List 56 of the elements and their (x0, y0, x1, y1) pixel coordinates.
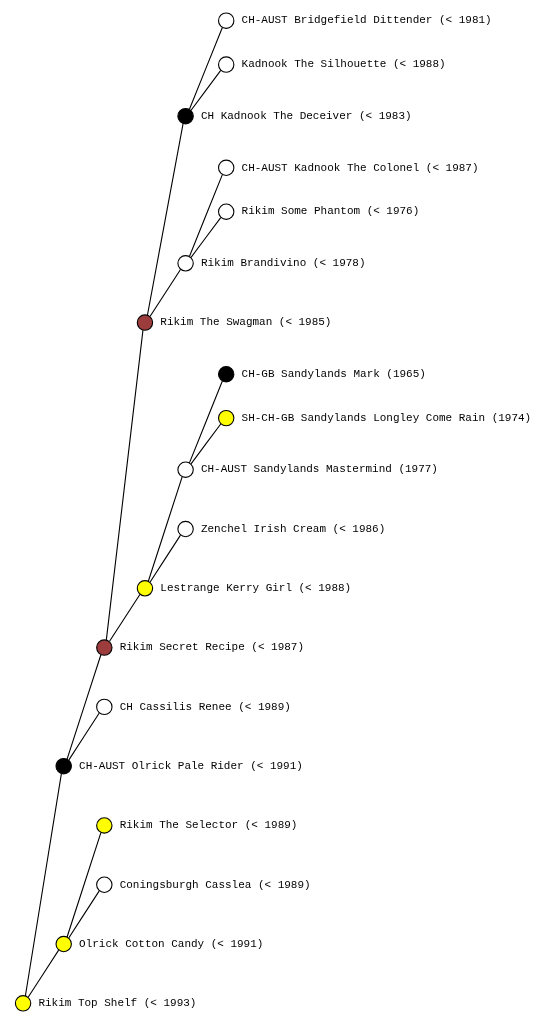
node-label: Olrick Cotton Candy (< 1991) (79, 937, 264, 950)
connector (190, 423, 222, 465)
node-circle (217, 159, 235, 177)
connector (68, 890, 100, 939)
node-circle (96, 817, 113, 834)
node-label: CH Kadnook The Deceiver (< 1983) (200, 109, 412, 122)
node-label: Rikim Brandivino (< 1978) (200, 257, 366, 270)
connector (149, 268, 182, 317)
node-label: CH-GB Sandylands Mark (1965) (241, 367, 426, 380)
node-label: CH-AUST Kadnook The Colonel (< 1987) (241, 161, 479, 174)
node-label: Rikim The Selector (< 1989) (119, 819, 298, 832)
node-circle (14, 995, 32, 1012)
node-label: CH-AUST Bridgefield Dittender (< 1981) (241, 14, 492, 27)
node-circle (96, 698, 113, 716)
connector (109, 593, 141, 642)
node-circle (217, 203, 235, 220)
connector (190, 217, 222, 258)
node-circle (55, 757, 72, 775)
connector (66, 832, 102, 938)
node-circle (55, 935, 72, 953)
node-circle (177, 255, 194, 272)
node-label: Rikim Top Shelf (< 1993) (38, 997, 197, 1010)
connector (68, 712, 100, 761)
node-circle (217, 12, 235, 29)
connector (146, 123, 184, 316)
node-label: Kadnook The Silhouette (< 1988) (241, 58, 446, 71)
connector (188, 26, 223, 110)
connector (190, 69, 222, 111)
node-label: Rikim Some Phantom (< 1976) (241, 205, 420, 218)
node-circle (96, 876, 113, 893)
connector (27, 949, 60, 998)
node-label: CH-AUST Olrick Pale Rider (< 1991) (79, 759, 303, 772)
node-circle (217, 365, 235, 383)
node-label: Rikim Secret Recipe (< 1987) (119, 641, 305, 654)
node-label: SH-CH-GB Sandylands Longley Come Rain (1974) (241, 411, 532, 424)
connector (105, 329, 144, 641)
node-circle (177, 107, 194, 125)
node-label: CH-AUST Sandylands Mastermind (1977) (200, 463, 438, 476)
node-label: Zenchel Irish Cream (< 1986) (200, 522, 386, 535)
connector (149, 534, 182, 583)
connector (188, 174, 223, 257)
node-label: Rikim The Swagman (< 1985) (160, 316, 332, 329)
connector (147, 476, 183, 582)
connector (188, 380, 223, 464)
connector (24, 773, 62, 997)
node-label: CH Cassilis Renee (< 1989) (119, 700, 291, 713)
node-circle (217, 409, 235, 427)
node-label: Coningsburgh Casslea (< 1989) (119, 878, 311, 891)
node-circle (177, 461, 194, 478)
node-circle (96, 639, 113, 656)
node-circle (177, 520, 194, 538)
node-circle (136, 314, 154, 331)
connector (66, 654, 102, 760)
node-circle (136, 580, 154, 597)
node-label: Lestrange Kerry Girl (< 1988) (160, 582, 352, 595)
node-circle (217, 56, 235, 73)
